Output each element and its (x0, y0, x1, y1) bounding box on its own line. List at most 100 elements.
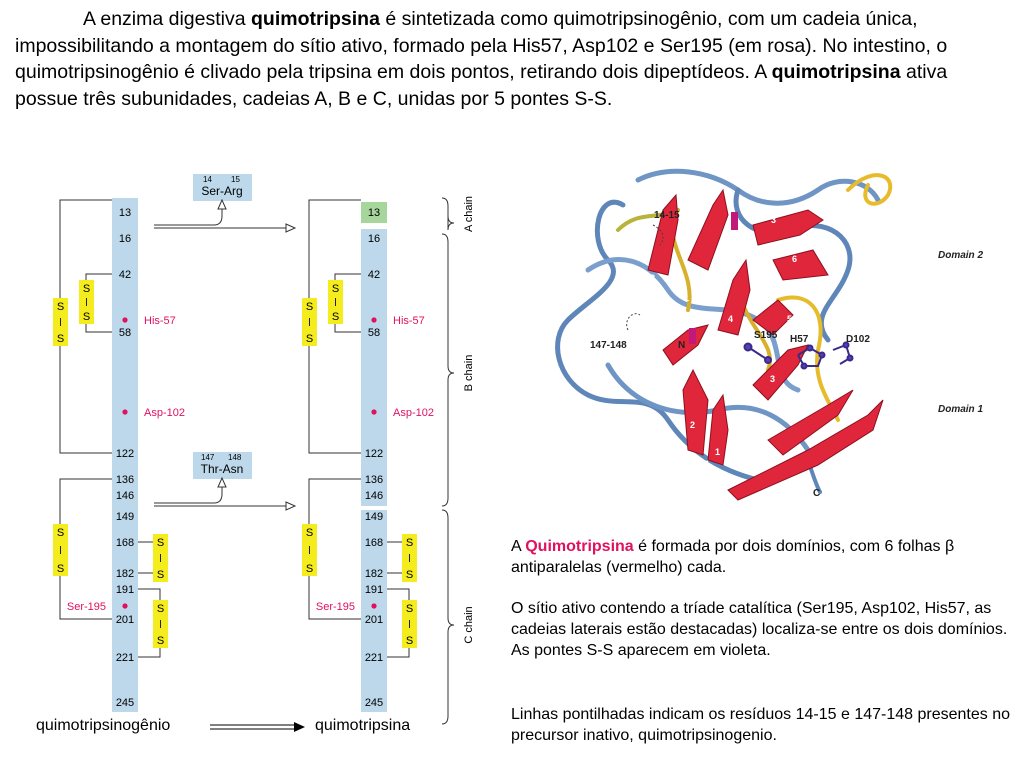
residue-149: 149 (365, 511, 383, 523)
d2-strand-4: 4 (728, 314, 733, 324)
sulfur-label: S (157, 569, 164, 581)
residue-13: 13 (368, 207, 380, 219)
explanation-1-text-c: é formada por dois domínios, com 6 folha… (511, 538, 955, 576)
intro-bold-1: quimotripsina (251, 8, 380, 30)
explanation-1-text-a: A (511, 538, 526, 555)
beta-strands (647, 188, 884, 501)
residue-182: 182 (365, 568, 383, 580)
zymogen-caption: quimotripsinogênio (36, 717, 171, 734)
disulfide-box: SS (53, 298, 68, 346)
sulfur-label: S (406, 569, 413, 581)
d2-strand-5: 5 (787, 314, 792, 324)
d2-strand-2: 2 (650, 273, 655, 283)
cleaved-num-15: 15 (231, 175, 240, 184)
label-14-15: 14-15 (654, 210, 680, 221)
strand-numbers-domain1: 1 2 3 4 5 6 (690, 374, 861, 469)
residue-122: 122 (116, 448, 134, 460)
intro-text-3: ativa possue três subunidades, cadeias A… (15, 61, 948, 110)
residue-245: 245 (116, 697, 134, 709)
cleaved-dipeptide-2: Thr-Asn (201, 462, 244, 476)
structure-figure: 1 2 3 4 5 6 1 2 3 4 5 6 14-15 147-148 N … (555, 168, 983, 501)
disulfide-box: SS (402, 534, 417, 582)
cleaved-num-147: 147 (201, 453, 215, 462)
sulfur-label: S (57, 333, 64, 345)
a-chain-segment (361, 202, 387, 223)
sulfur-label: S (306, 527, 313, 539)
cleavage-2: 147 148 Thr-Asn (154, 452, 297, 511)
residue-191: 191 (116, 584, 134, 596)
zymogen-chain: 13164258122136146149168182191201221245Hi… (53, 198, 185, 712)
residue-58: 58 (119, 327, 131, 339)
d2-strand-1: 1 (684, 293, 689, 303)
sulfur-label: S (332, 311, 339, 323)
d2-strand-6: 6 (792, 254, 797, 264)
sulfur-label: S (406, 603, 413, 615)
strand-numbers-domain2: 1 2 3 4 5 6 (650, 215, 797, 324)
sulfur-label: S (57, 563, 64, 575)
sulfur-label: S (83, 283, 90, 295)
active-site-dot (122, 317, 128, 323)
chain-diagram: 13164258122136146149168182191201221245Hi… (53, 168, 475, 725)
sulfur-label: S (306, 563, 313, 575)
active-site-asp-102: Asp-102 (144, 407, 185, 419)
label-h57: H57 (790, 334, 809, 345)
intro-paragraph: A enzima digestiva quimotripsina é sinte… (15, 6, 1010, 112)
sulfur-label: S (157, 635, 164, 647)
d2-strand-3: 3 (771, 215, 776, 225)
disulfide-box: SS (328, 280, 343, 324)
residue-149: 149 (116, 511, 134, 523)
cleaved-num-148: 148 (228, 453, 242, 462)
b-chain-label: B chain (463, 355, 475, 392)
explanation-paragraph-2: O sítio ativo contendo a tríade catalíti… (511, 600, 1008, 659)
explanation-1-highlight: Quimotripsina (525, 538, 634, 555)
mature-caption: quimotripsina (315, 717, 411, 734)
sulfur-label: S (57, 527, 64, 539)
residue-168: 168 (365, 537, 383, 549)
label-n-terminus: N (678, 340, 685, 351)
active-site-dot (122, 409, 128, 415)
sulfur-label: S (406, 537, 413, 549)
residue-16: 16 (368, 233, 380, 245)
label-domain-2: Domain 2 (938, 250, 983, 261)
residue-13: 13 (119, 207, 131, 219)
intro-text-2: é sintetizada como quimotripsinogênio, c… (15, 8, 948, 83)
residue-16: 16 (119, 233, 131, 245)
residue-168: 168 (116, 537, 134, 549)
residue-182: 182 (116, 568, 134, 580)
disulfide-box: SS (302, 524, 317, 576)
label-147-148: 147-148 (590, 340, 627, 351)
cleaved-num-14: 14 (203, 175, 212, 184)
active-site-asp-102: Asp-102 (393, 407, 434, 419)
cleavage-1: 14 15 Ser-Arg (154, 174, 297, 233)
chain-brackets: A chain B chain C chain (441, 196, 475, 725)
precursor-dotted-loops (626, 224, 664, 331)
disulfide-box: SS (53, 524, 68, 576)
active-site-dot (371, 317, 377, 323)
residue-136: 136 (116, 474, 134, 486)
sulfur-label: S (306, 301, 313, 313)
sulfur-label: S (332, 283, 339, 295)
label-d102: D102 (846, 334, 870, 345)
domain-labels: Domain 2 Domain 1 (938, 250, 983, 415)
sulfur-label: S (157, 603, 164, 615)
residue-58: 58 (368, 327, 380, 339)
d1-strand-6: 6 (804, 400, 809, 410)
label-c-terminus: C (813, 488, 820, 499)
active-site-ser-195: Ser-195 (67, 601, 106, 613)
residue-146: 146 (116, 490, 134, 502)
a-chain-label: A chain (463, 196, 475, 232)
disulfide-box: SS (153, 600, 168, 648)
b-chain-segment (361, 229, 387, 506)
sulfur-label: S (83, 311, 90, 323)
label-s195: S195 (754, 330, 778, 341)
intro-bold-2: quimotripsina (771, 61, 901, 83)
intro-text-1: A enzima digestiva (83, 8, 252, 30)
catalytic-side-chains (743, 341, 854, 370)
sulfur-label: S (406, 635, 413, 647)
active-site-dot (122, 603, 128, 609)
disulfide-box: SS (153, 534, 168, 582)
active-site-his-57: His-57 (144, 315, 176, 327)
chain-bar (112, 198, 138, 712)
conversion-arrow (210, 722, 305, 732)
disulfide-bridges (689, 212, 738, 344)
